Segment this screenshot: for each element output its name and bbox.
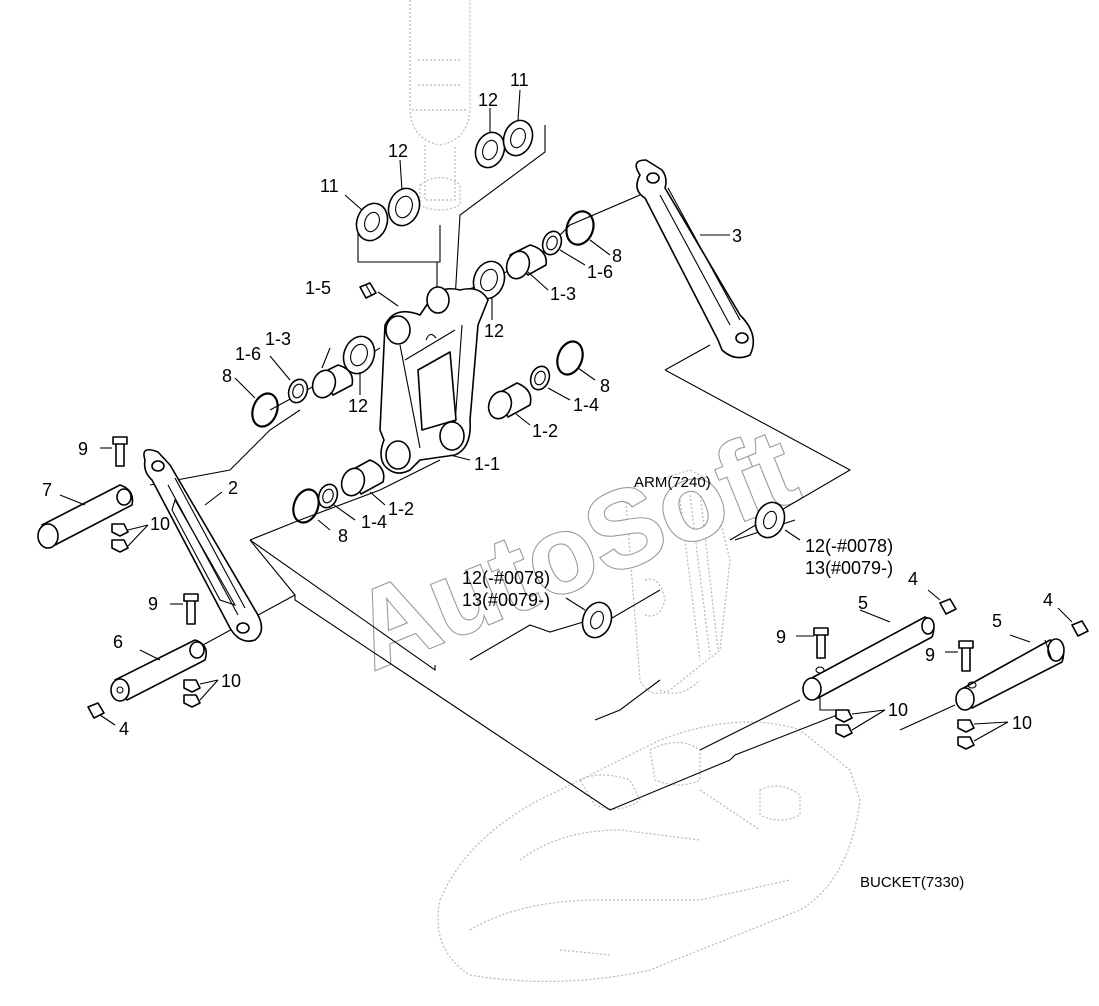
bushing-1-3-top [505,244,547,280]
bushing-1-2-left [340,459,385,497]
callout-9: 9 [148,594,158,614]
shim-12-13-arm [754,501,786,539]
callout-12-13-center: 13(#0079-) [462,590,550,610]
callout-10: 10 [221,671,241,691]
callout-12-13-arm: 12(-#0078) [805,536,893,556]
callout-4: 4 [119,719,129,739]
callout-12: 12 [388,141,408,161]
callout-5: 5 [858,593,868,613]
callout-8: 8 [338,526,348,546]
callout-7: 7 [42,480,52,500]
leader-lines [59,89,1073,742]
grease-nipple-1-5 [359,282,377,299]
callout-8: 8 [222,366,232,386]
callout-8: 8 [612,246,622,266]
link-1-1 [379,286,489,474]
callout-3: 3 [732,226,742,246]
shim-12-13-center [581,601,613,639]
o-ring-8-bottom [292,488,320,524]
seal-1-6-left [287,378,309,404]
callout-12-13-center: 12(-#0078) [462,568,550,588]
callout-1-3: 1-3 [550,284,576,304]
callout-8: 8 [600,376,610,396]
callout-9: 9 [776,627,786,647]
pin-5-middle [802,616,935,701]
nuts-10-right [957,719,975,750]
o-ring-8-left [251,392,279,428]
callout-12: 12 [484,321,504,341]
washer-12-right [474,131,506,169]
callout-labels: 11 12 12 11 8 3 1-6 1-3 1-5 12 1-3 1-6 8… [42,70,1053,739]
callout-12: 12 [478,90,498,110]
callout-6: 6 [113,632,123,652]
pin-5-right [955,638,1065,711]
callout-1-5: 1-5 [305,278,331,298]
nuts-10-left-lower [183,679,201,708]
seal-1-6-top [541,230,563,256]
washer-11-left [355,202,389,242]
nuts-10-middle [835,709,853,738]
washer-12-center-left [342,335,376,375]
arm-cylinder-ghost [409,0,471,211]
callout-1-2: 1-2 [532,421,558,441]
bolt-9-middle [813,627,829,659]
link-3 [635,159,755,359]
arm-reference: ARM(7240) [634,474,711,491]
pin-7 [37,484,134,549]
pin-6 [110,639,208,702]
callout-10: 10 [1012,713,1032,733]
callout-11: 11 [320,176,339,196]
seal-1-4-right [529,365,551,391]
callout-9: 9 [925,645,935,665]
callout-9: 9 [78,439,88,459]
nuts-10-left-upper [111,523,129,553]
bolt-9-left-lower [183,593,199,625]
callout-11: 11 [510,70,529,90]
grease-nipple-4-left [87,702,105,719]
bucket-reference: BUCKET(7330) [860,874,964,891]
bolt-9-left-upper [112,436,128,467]
grease-nipple-4-middle [939,598,957,615]
callout-1-2: 1-2 [388,499,414,519]
callout-1-4: 1-4 [573,395,599,415]
callout-1-1: 1-1 [474,454,500,474]
center-lines [119,125,956,811]
bushing-1-3-left [311,364,354,399]
callout-10: 10 [888,700,908,720]
callout-2: 2 [228,478,238,498]
bolt-9-right [958,640,974,672]
washer-11-right [502,119,534,157]
callout-4: 4 [1043,590,1053,610]
callout-1-3: 1-3 [265,329,291,349]
bushing-1-2-right [487,382,532,420]
bucket-ghost [437,721,861,983]
callout-12-13-arm: 13(#0079-) [805,558,893,578]
o-ring-8-mid-right [556,340,584,376]
callout-1-4: 1-4 [361,512,387,532]
callout-10: 10 [150,514,170,534]
callout-12: 12 [348,396,368,416]
arm-ghost [624,469,731,694]
washer-12-left [387,187,421,227]
o-ring-8-top [565,210,595,246]
grease-nipple-4-right [1071,620,1089,637]
callout-4: 4 [908,569,918,589]
callout-1-6: 1-6 [235,344,261,364]
link-2 [143,449,263,642]
seal-1-4-left [317,483,339,509]
callout-1-6: 1-6 [587,262,613,282]
callout-5: 5 [992,611,1002,631]
